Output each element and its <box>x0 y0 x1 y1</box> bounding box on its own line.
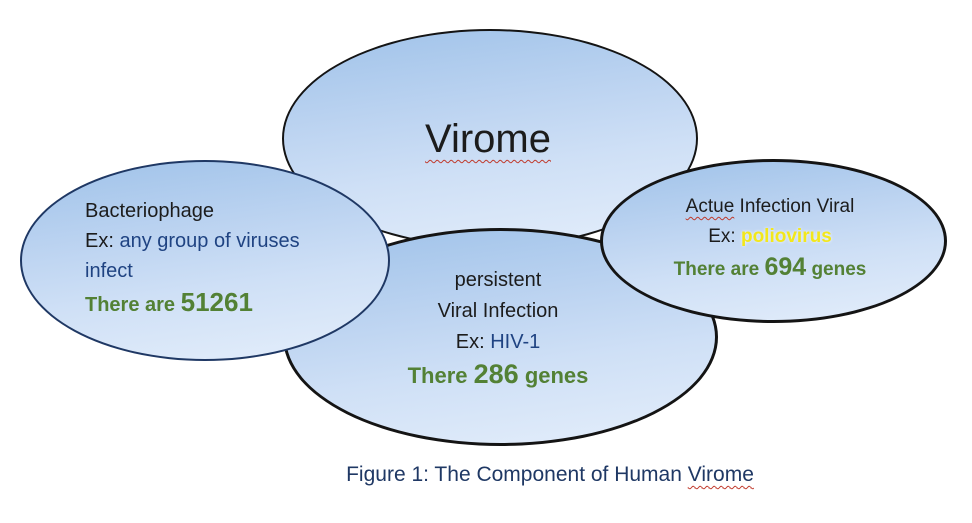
persistent-title-line2: Viral Infection <box>437 300 559 322</box>
persistent-text: persistent Viral Infection Ex: HIV-1 The… <box>288 265 708 392</box>
bacteriophage-example-line1: Ex: any group of viruses <box>85 226 300 256</box>
acute-title-rest: Infection Viral <box>739 196 855 217</box>
bacteriophage-text: Bacteriophage Ex: any group of viruses i… <box>85 196 300 321</box>
example-label: Ex: <box>455 331 485 353</box>
bacteriophage-count-line: There are 51261 <box>85 286 300 321</box>
bacteriophage-bubble <box>20 160 390 361</box>
count-prefix: There are <box>85 294 176 316</box>
count-prefix: There <box>407 363 468 388</box>
count-value: 286 <box>473 359 519 389</box>
acute-bubble <box>600 159 947 323</box>
example-label: Ex: <box>708 226 736 247</box>
acute-title-misspelled-word: Actue <box>685 196 735 217</box>
acute-count-line: There are 694 genes <box>610 252 930 285</box>
persistent-title-line1: persistent <box>454 269 542 291</box>
count-value: 694 <box>764 253 807 281</box>
count-prefix: There are <box>673 259 760 280</box>
bacteriophage-example-line2: infect <box>85 260 133 282</box>
bacteriophage-title: Bacteriophage <box>85 200 214 222</box>
caption-misspelled-word: Virome <box>687 463 754 486</box>
count-suffix: genes <box>524 363 589 388</box>
count-value: 51261 <box>180 287 253 317</box>
caption-text: Figure 1: The Component of Human <box>346 463 682 486</box>
example-value: poliovirus <box>740 226 832 247</box>
virome-title: Virome <box>282 117 694 162</box>
example-label: Ex: <box>85 230 114 252</box>
virome-title-word: Virome <box>425 117 551 161</box>
persistent-count-line: There 286 genes <box>288 358 708 392</box>
figure-caption: Figure 1: The Component of Human Virome <box>275 463 825 487</box>
acute-text: Actue Infection Viral Ex: poliovirus The… <box>610 192 930 285</box>
acute-title-line: Actue Infection Viral <box>610 192 930 222</box>
count-suffix: genes <box>811 259 867 280</box>
acute-example-line: Ex: poliovirus <box>610 222 930 252</box>
persistent-example-line: Ex: HIV-1 <box>288 327 708 358</box>
example-value: any group of viruses <box>119 230 300 252</box>
example-value: HIV-1 <box>490 331 541 353</box>
